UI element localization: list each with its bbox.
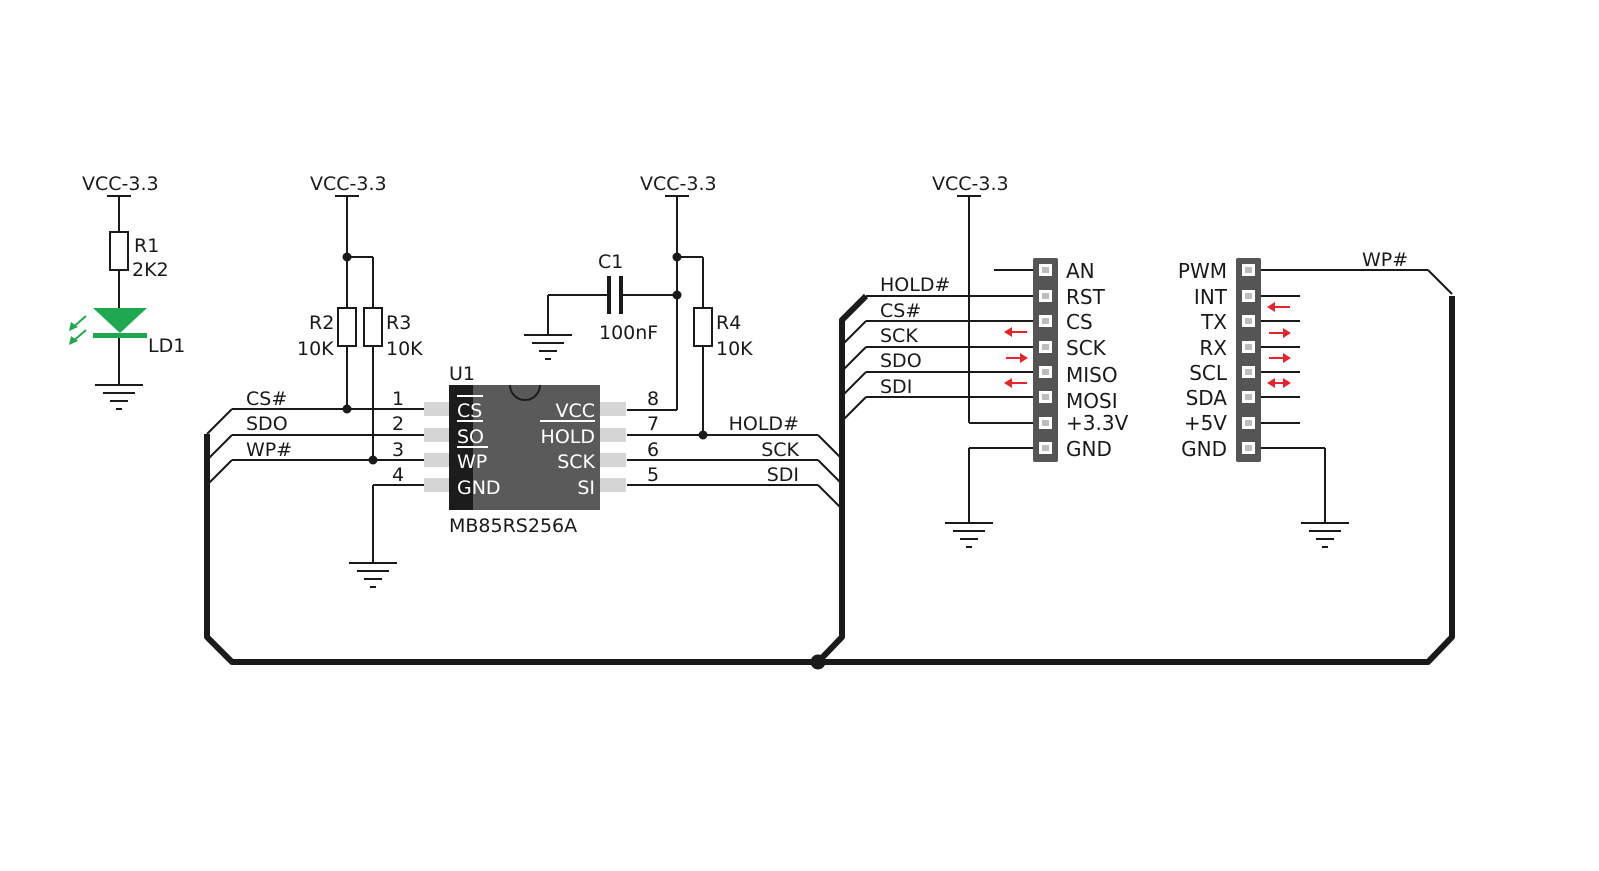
chip-ref: U1 xyxy=(449,363,475,385)
header-pin-label: TX xyxy=(1200,310,1227,334)
r3-value: 10K xyxy=(386,338,423,360)
r3-ref: R3 xyxy=(386,312,411,334)
pin-number: 4 xyxy=(392,464,404,486)
chip-u1: U1 CS SO WP GND VCC HOLD SCK SI MB85RS25… xyxy=(424,363,626,537)
chip-pin-name: SO xyxy=(457,426,484,448)
net-label: SDI xyxy=(880,376,912,398)
header-pin-label: SCK xyxy=(1066,336,1107,360)
net-label: HOLD# xyxy=(729,413,799,435)
header-pin-label: MOSI xyxy=(1066,389,1118,413)
chip-part-number: MB85RS256A xyxy=(449,515,577,537)
net-label: HOLD# xyxy=(880,274,950,296)
header-pin-label: GND xyxy=(1181,437,1227,461)
led-ref: LD1 xyxy=(148,335,185,357)
net-label: SCK xyxy=(761,439,799,461)
pin-number: 6 xyxy=(647,439,659,461)
ground-symbol xyxy=(95,384,143,410)
net-label: SCK xyxy=(880,325,918,347)
chip-pin-name: VCC xyxy=(555,400,595,422)
pin-number: 1 xyxy=(392,388,404,410)
resistor-r2 xyxy=(337,307,357,347)
r4-value: 10K xyxy=(716,338,753,360)
net-label: SDI xyxy=(767,464,799,486)
header-pin-label: +5V xyxy=(1184,411,1227,435)
header-pin-label: +3.3V xyxy=(1066,411,1129,435)
ground-symbol xyxy=(945,522,993,548)
ground-symbol xyxy=(349,562,397,588)
capacitor-c1 xyxy=(607,276,623,314)
bus-junction xyxy=(810,654,826,670)
resistor-r3 xyxy=(363,307,383,347)
chip-pin-name: HOLD xyxy=(541,426,595,448)
header-left: VCC-3.3 HOLD# CS# SCK SDO SDI xyxy=(841,173,1129,548)
header-pin-label: RX xyxy=(1199,336,1227,360)
resistor-r1 xyxy=(109,231,129,271)
chip-pin-name: SI xyxy=(577,477,595,499)
header-pin-label: AN xyxy=(1066,259,1095,283)
chip-pin-name: SCK xyxy=(557,451,595,473)
vcc-label: VCC-3.3 xyxy=(310,173,387,195)
chip-notch xyxy=(509,384,541,401)
vcc-label: VCC-3.3 xyxy=(640,173,717,195)
bus xyxy=(204,293,1455,670)
chip-left-nets: CS# SDO WP# 1 2 3 4 xyxy=(206,388,424,588)
header-pin-label: RST xyxy=(1066,285,1106,309)
ground-symbol xyxy=(524,334,572,360)
header-pin-label: SDA xyxy=(1186,386,1228,410)
vcc-label: VCC-3.3 xyxy=(932,173,1009,195)
pin-number: 8 xyxy=(647,388,659,410)
direction-arrows xyxy=(1004,327,1028,388)
chip-pin-name: WP xyxy=(457,451,487,473)
net-label: CS# xyxy=(880,300,921,322)
resistor-r4 xyxy=(693,307,713,347)
header-pin-label: INT xyxy=(1194,285,1228,309)
led-ld1 xyxy=(69,308,147,345)
net-label: WP# xyxy=(1362,249,1408,271)
r4-ref: R4 xyxy=(716,312,741,334)
header-pin-label: MISO xyxy=(1066,363,1118,387)
r1-ref: R1 xyxy=(134,235,159,257)
chip-pin-name: GND xyxy=(457,477,501,499)
r1-value: 2K2 xyxy=(132,259,169,281)
pin-number: 3 xyxy=(392,439,404,461)
pin-number: 5 xyxy=(647,464,659,486)
net-label: WP# xyxy=(246,439,292,461)
ground-symbol xyxy=(1301,522,1349,548)
net-label: CS# xyxy=(246,388,287,410)
direction-arrows xyxy=(1267,302,1291,388)
c1-ref: C1 xyxy=(598,251,623,273)
header-pin-label: CS xyxy=(1066,310,1093,334)
c1-value: 100nF xyxy=(599,322,658,344)
header-pin-label: SCL xyxy=(1189,361,1228,385)
pullup-r2-r3: VCC-3.3 R2 10K R3 10K xyxy=(297,173,423,465)
net-label: SDO xyxy=(246,413,288,435)
vcc-label: VCC-3.3 xyxy=(82,173,159,195)
r2-ref: R2 xyxy=(309,312,334,334)
r2-value: 10K xyxy=(297,338,334,360)
header-right: PWM INT TX RX SCL SDA +5V GND xyxy=(1178,249,1453,548)
chip-pin-name: CS xyxy=(457,400,482,422)
pin-number: 2 xyxy=(392,413,404,435)
header-pin-label: GND xyxy=(1066,437,1112,461)
header-pin-label: PWM xyxy=(1178,259,1227,283)
net-label: SDO xyxy=(880,350,922,372)
led-branch: VCC-3.3 R1 2K2 LD1 xyxy=(69,173,185,410)
chip-right-nets: 8 7 6 5 HOLD# SCK SDI xyxy=(627,388,843,510)
pin-number: 7 xyxy=(647,413,659,435)
